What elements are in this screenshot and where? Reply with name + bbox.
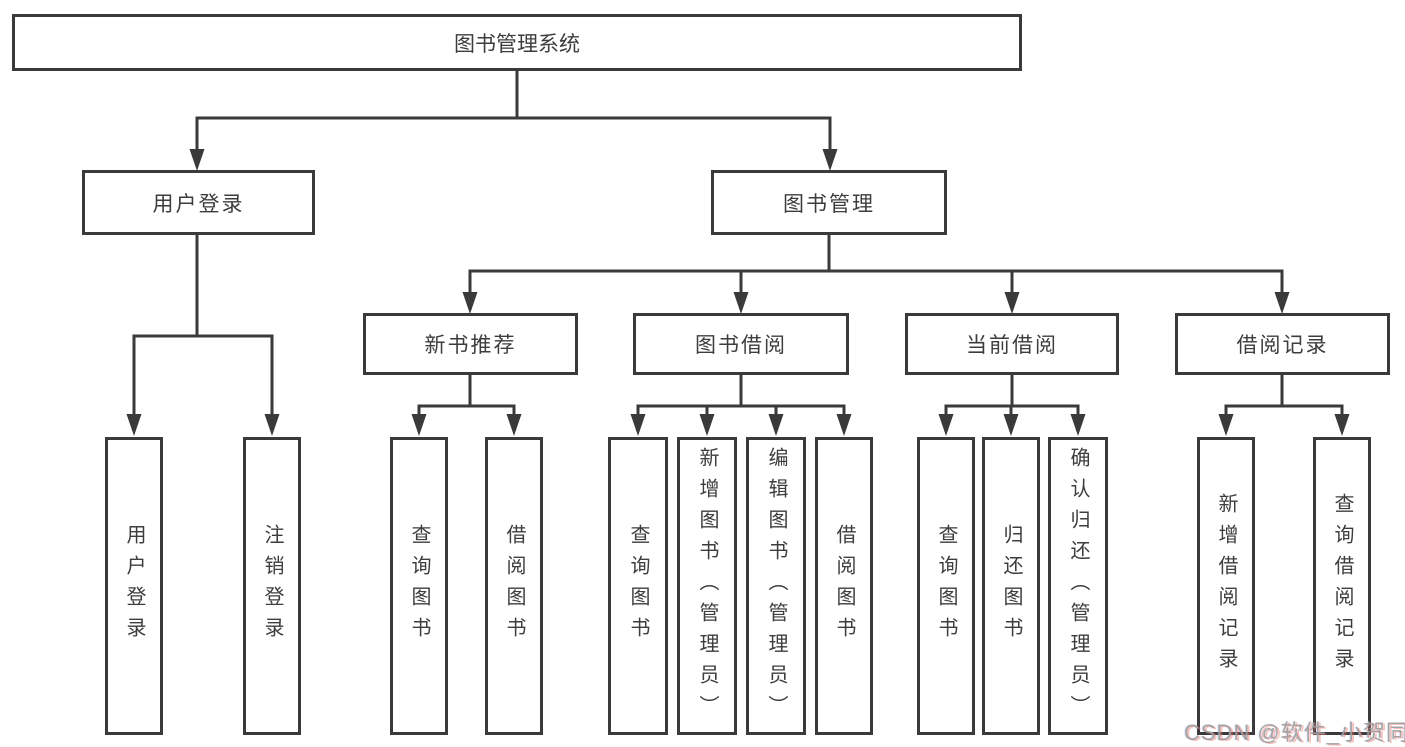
leaf-query-borrow-record: 查询借阅记录 xyxy=(1313,437,1371,735)
node-label: 图书管理系统 xyxy=(454,32,580,56)
node-book-borrowing: 图书借阅 xyxy=(633,313,849,375)
leaf-confirm-return-admin: 确认归还（管理员） xyxy=(1048,437,1108,735)
leaf-edit-books-admin: 编辑图书（管理员） xyxy=(746,437,806,735)
leaf-add-books-admin: 新增图书（管理员） xyxy=(677,437,737,735)
node-label: 查询图书 xyxy=(935,524,957,648)
leaf-add-borrow-record: 新增借阅记录 xyxy=(1197,437,1255,735)
node-current-borrowing: 当前借阅 xyxy=(905,313,1119,375)
node-label: 用户登录 xyxy=(123,524,145,648)
node-label: 图书借阅 xyxy=(695,334,787,357)
node-label: 编辑图书（管理员） xyxy=(765,446,787,726)
tree-edges xyxy=(132,70,1344,418)
leaf-logout-login: 注销登录 xyxy=(243,437,301,735)
leaf-query-books-recommend: 查询图书 xyxy=(390,437,448,735)
node-label: 图书管理 xyxy=(783,192,875,216)
node-label: 借阅图书 xyxy=(833,524,855,648)
node-label: 新增图书（管理员） xyxy=(696,446,718,726)
node-label: 查询借阅记录 xyxy=(1331,493,1353,679)
node-label: 新书推荐 xyxy=(424,334,517,357)
leaf-borrow-books-recommend: 借阅图书 xyxy=(485,437,543,735)
leaf-return-books: 归还图书 xyxy=(982,437,1040,735)
node-label: 借阅记录 xyxy=(1236,334,1329,357)
node-label: 归还图书 xyxy=(1000,524,1022,648)
node-label: 确认归还（管理员） xyxy=(1067,446,1089,726)
arrowheads xyxy=(126,149,1350,436)
node-new-book-recommendation: 新书推荐 xyxy=(363,313,578,375)
leaf-query-books-borrowing: 查询图书 xyxy=(608,437,668,735)
leaf-borrow-books-borrowing: 借阅图书 xyxy=(815,437,873,735)
node-label: 当前借阅 xyxy=(966,334,1058,357)
node-label: 注销登录 xyxy=(261,524,283,648)
leaf-user-login: 用户登录 xyxy=(105,437,163,735)
node-label: 新增借阅记录 xyxy=(1215,493,1237,679)
node-label: 用户登录 xyxy=(152,192,245,216)
node-library-management-system: 图书管理系统 xyxy=(12,14,1022,71)
node-user-login: 用户登录 xyxy=(82,170,315,235)
node-label: 查询图书 xyxy=(408,524,430,648)
node-label: 查询图书 xyxy=(627,524,649,648)
csdn-watermark: CSDN @软件_小贺同学 xyxy=(1184,720,1405,745)
node-book-management: 图书管理 xyxy=(711,170,947,235)
node-borrowing-records: 借阅记录 xyxy=(1175,313,1390,375)
leaf-query-books-current: 查询图书 xyxy=(917,437,975,735)
node-label: 借阅图书 xyxy=(503,524,525,648)
